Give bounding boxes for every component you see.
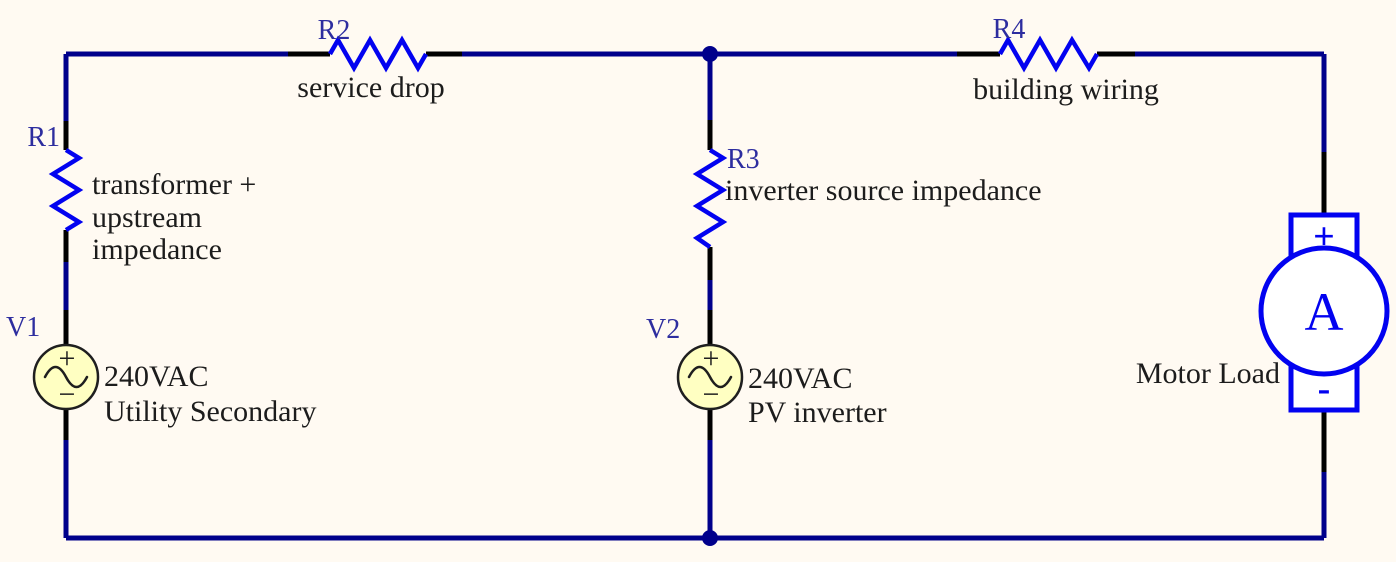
voltage-source-v2: + − V2 240VAC PV inverter bbox=[646, 314, 887, 429]
sine-wave-icon bbox=[687, 365, 733, 389]
v1-plus-sign: + bbox=[59, 342, 76, 375]
resistor-r2: R2 service drop bbox=[297, 15, 444, 104]
component-leads bbox=[63, 51, 1327, 472]
resistor-r2-ref: R2 bbox=[318, 15, 351, 46]
wires bbox=[63, 51, 1327, 541]
sine-wave-icon bbox=[43, 365, 89, 389]
resistor-r1-desc-line1: transformer + bbox=[92, 168, 256, 201]
voltage-source-v2-desc: PV inverter bbox=[748, 396, 887, 429]
motor-plus-sign: + bbox=[1313, 216, 1335, 258]
resistor-r2-desc: service drop bbox=[297, 71, 444, 104]
voltage-source-v1-ref: V1 bbox=[6, 312, 40, 343]
resistor-r1-desc-line2: upstream bbox=[92, 201, 202, 234]
resistor-r3: R3 inverter source impedance bbox=[692, 144, 1042, 249]
resistor-r4-desc: building wiring bbox=[973, 73, 1159, 106]
junction-dot bbox=[702, 530, 718, 546]
voltage-source-v1: + − V1 240VAC Utility Secondary bbox=[6, 312, 316, 428]
resistor-r1-desc-line3: impedance bbox=[92, 233, 222, 266]
resistor-r4-ref: R4 bbox=[993, 14, 1026, 45]
motor-minus-sign: - bbox=[1318, 368, 1331, 410]
resistor-r1: R1 transformer + upstream impedance bbox=[27, 122, 256, 266]
junction-dot bbox=[702, 46, 718, 62]
voltage-source-v2-value: 240VAC bbox=[748, 362, 852, 395]
resistor-r2-icon bbox=[328, 35, 428, 73]
v2-minus-sign: − bbox=[703, 378, 720, 411]
v1-minus-sign: − bbox=[59, 378, 76, 411]
resistor-r4-icon bbox=[998, 35, 1099, 73]
resistor-r3-ref: R3 bbox=[727, 144, 760, 175]
voltage-source-v2-ref: V2 bbox=[646, 314, 680, 345]
resistor-r1-ref: R1 bbox=[27, 122, 60, 153]
ammeter-letter: A bbox=[1305, 282, 1344, 342]
resistor-r3-desc: inverter source impedance bbox=[725, 174, 1042, 207]
resistor-r1-icon bbox=[48, 148, 84, 232]
voltage-source-v1-desc: Utility Secondary bbox=[104, 395, 316, 428]
motor-load-label: Motor Load bbox=[1136, 357, 1280, 390]
resistor-r4: R4 building wiring bbox=[973, 14, 1159, 106]
ammeter-circle-icon bbox=[1258, 245, 1390, 377]
motor-load: + A - Motor Load bbox=[1136, 212, 1390, 413]
v2-plus-sign: + bbox=[703, 342, 720, 375]
resistor-r3-icon bbox=[692, 148, 728, 249]
voltage-source-v1-value: 240VAC bbox=[104, 360, 208, 393]
